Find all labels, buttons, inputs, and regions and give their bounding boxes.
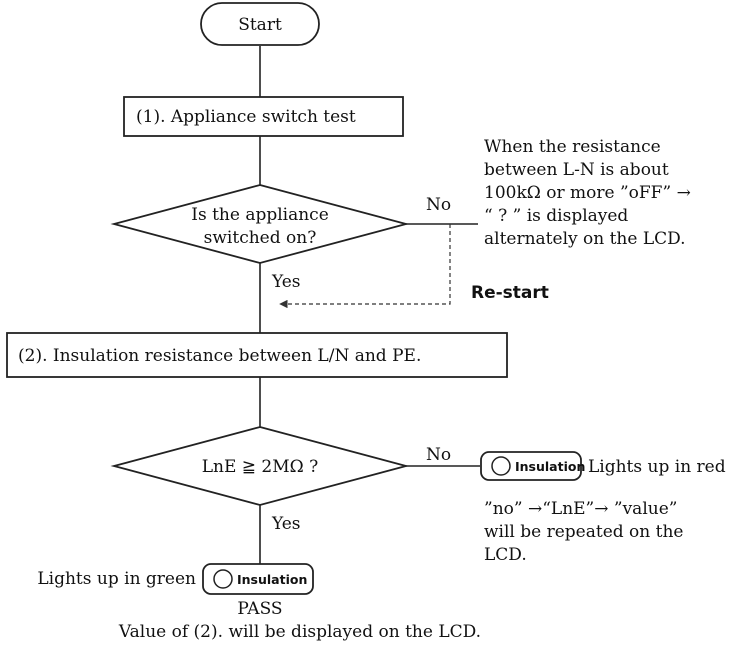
indicator-label: Insulation [515, 459, 585, 474]
decision2-no-label: No [426, 445, 451, 465]
note1-line: When the resistance [484, 137, 661, 157]
resistance-note: When the resistance between L-N is about… [484, 137, 691, 249]
fail-note-line: will be repeated on the [484, 522, 683, 542]
decision2-label: LnE ≧ 2MΩ ? [202, 457, 319, 477]
step1-box: (1). Appliance switch test [123, 96, 404, 137]
note1-line: “ ? ” is displayed [484, 206, 628, 226]
decision2-yes-label: Yes [271, 514, 301, 534]
note1-line: between L-N is about [484, 160, 669, 180]
pass-value-note: Value of (2). will be displayed on the L… [118, 622, 481, 642]
fail-note-line: LCD. [484, 545, 527, 565]
step2-label: (2). Insulation resistance between L/N a… [18, 346, 421, 366]
step2-box: (2). Insulation resistance between L/N a… [6, 332, 508, 378]
pass-label: PASS [237, 599, 282, 619]
fail-lights-label: Lights up in red [588, 457, 726, 477]
note1-line: 100kΩ or more ”oFF” → [484, 183, 691, 203]
decision1-diamond: Is the appliance switched on? [110, 184, 410, 264]
indicator-label: Insulation [237, 572, 307, 587]
fail-note-line: ”no” →“LnE”→ ”value” [484, 499, 677, 519]
start-label: Start [238, 15, 282, 35]
decision1-line1: Is the appliance [191, 205, 329, 225]
fail-note: ”no” →“LnE”→ ”value” will be repeated on… [484, 499, 683, 565]
decision1-no-label: No [426, 195, 451, 215]
decision1-yes-label: Yes [271, 272, 301, 292]
insulation-indicator-green: Insulation [202, 563, 314, 595]
note1-line: alternately on the LCD. [484, 229, 686, 249]
restart-dashed-path [279, 224, 451, 309]
start-terminal: Start [200, 2, 320, 46]
pass-lights-label: Lights up in green [37, 569, 196, 589]
decision1-line2: switched on? [204, 228, 317, 248]
insulation-indicator-red: Insulation [480, 451, 585, 481]
indicator-lamp-icon [491, 456, 511, 476]
restart-label: Re-start [471, 283, 549, 303]
indicator-lamp-icon [213, 569, 233, 589]
decision2-diamond: LnE ≧ 2MΩ ? [110, 426, 410, 506]
step1-label: (1). Appliance switch test [136, 107, 356, 127]
